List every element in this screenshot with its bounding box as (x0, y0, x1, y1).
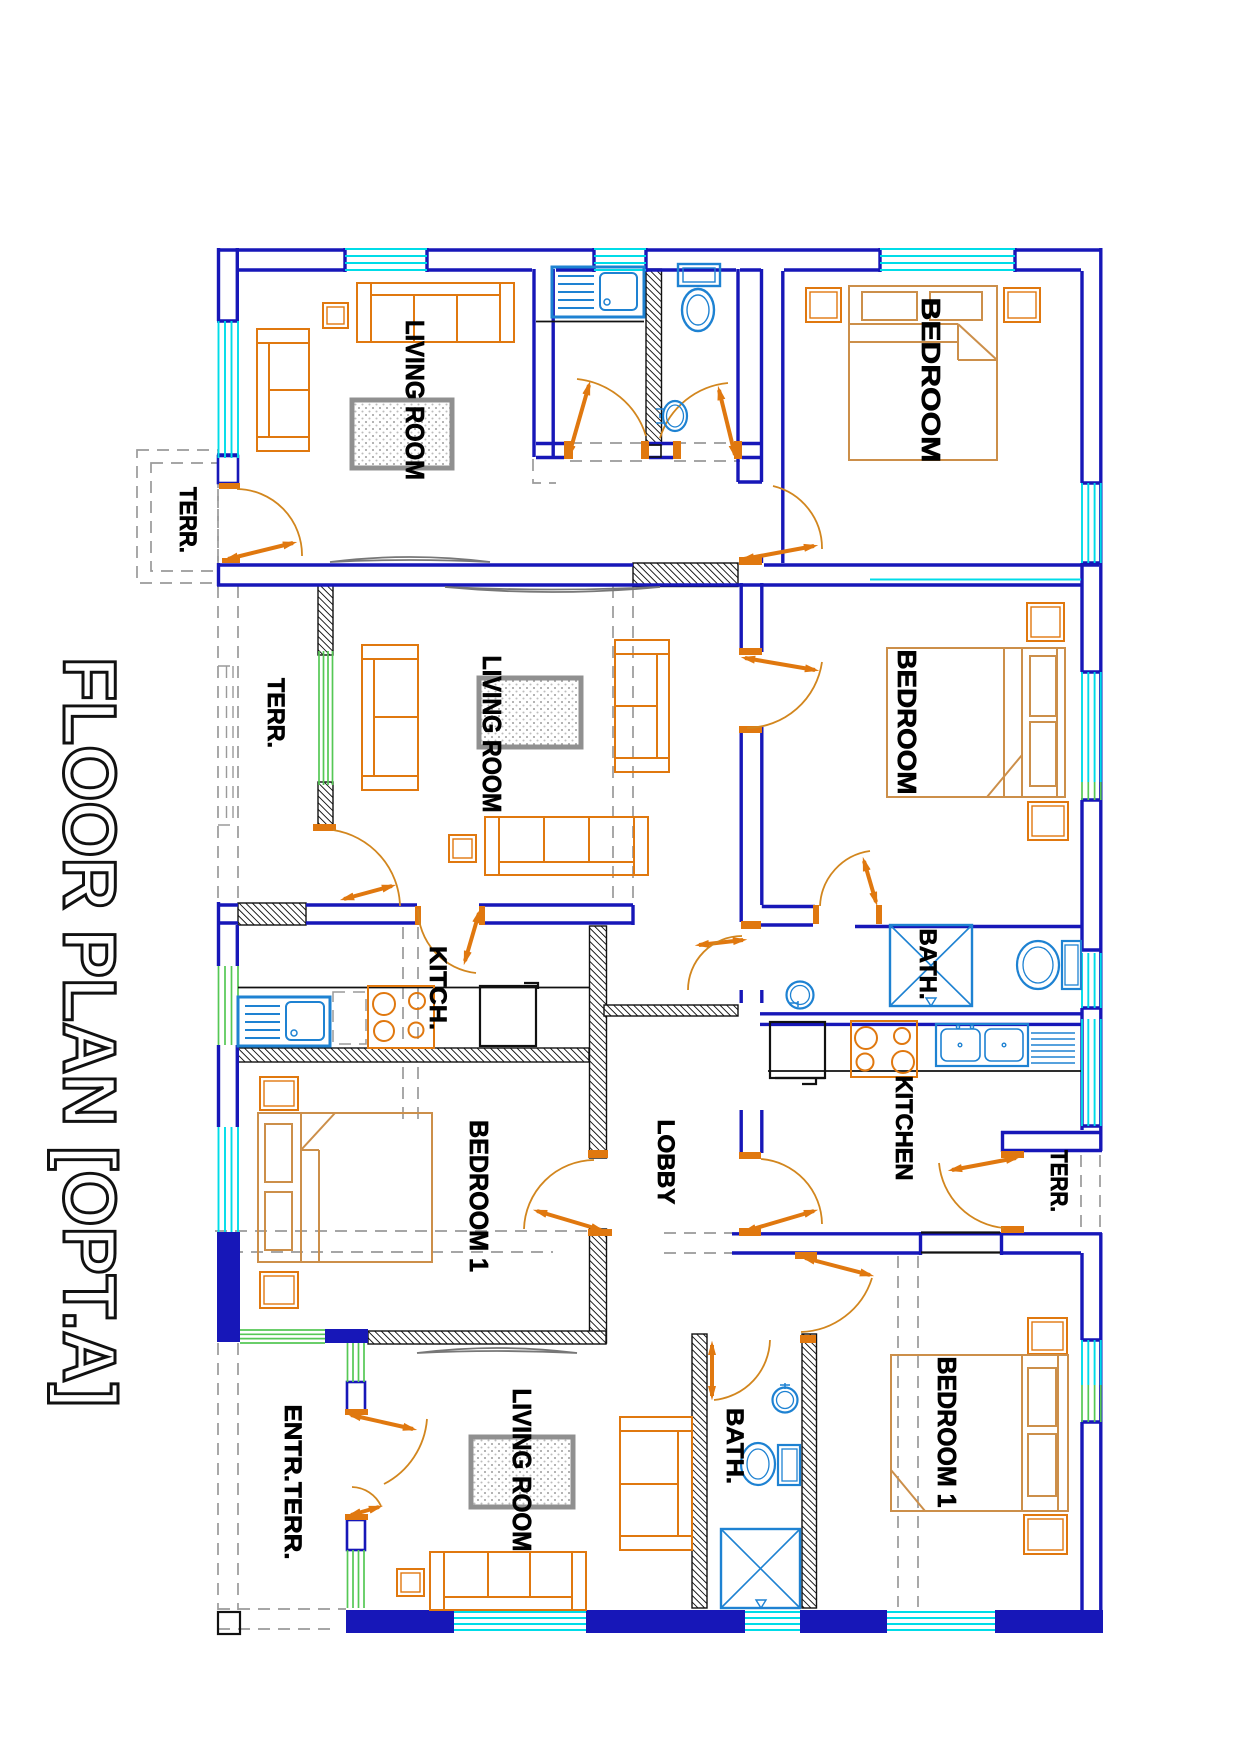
svg-text:BATH.: BATH. (721, 1408, 748, 1484)
svg-text:LOBBY: LOBBY (652, 1120, 679, 1205)
svg-text:ENTR.TERR.: ENTR.TERR. (279, 1405, 306, 1560)
svg-text:TERR.: TERR. (174, 487, 201, 553)
svg-text:BEDROOM: BEDROOM (916, 298, 946, 463)
svg-text:BATH.: BATH. (914, 929, 941, 1000)
svg-text:BEDROOM 1: BEDROOM 1 (932, 1357, 962, 1508)
svg-text:FLOOR PLAN [OPT.A]: FLOOR PLAN [OPT.A] (48, 657, 131, 1407)
svg-text:KITCH.: KITCH. (424, 946, 451, 1030)
svg-text:LIVING ROOM: LIVING ROOM (400, 320, 430, 480)
svg-text:LIVING ROOM: LIVING ROOM (477, 656, 507, 813)
svg-text:KITCHEN: KITCHEN (890, 1076, 917, 1181)
svg-text:TERR.: TERR. (1045, 1150, 1072, 1212)
svg-text:BEDROOM 1: BEDROOM 1 (464, 1120, 494, 1272)
svg-text:LIVING ROOM: LIVING ROOM (507, 1389, 537, 1552)
svg-text:BEDROOM: BEDROOM (892, 650, 922, 795)
svg-text:TERR.: TERR. (262, 678, 289, 748)
